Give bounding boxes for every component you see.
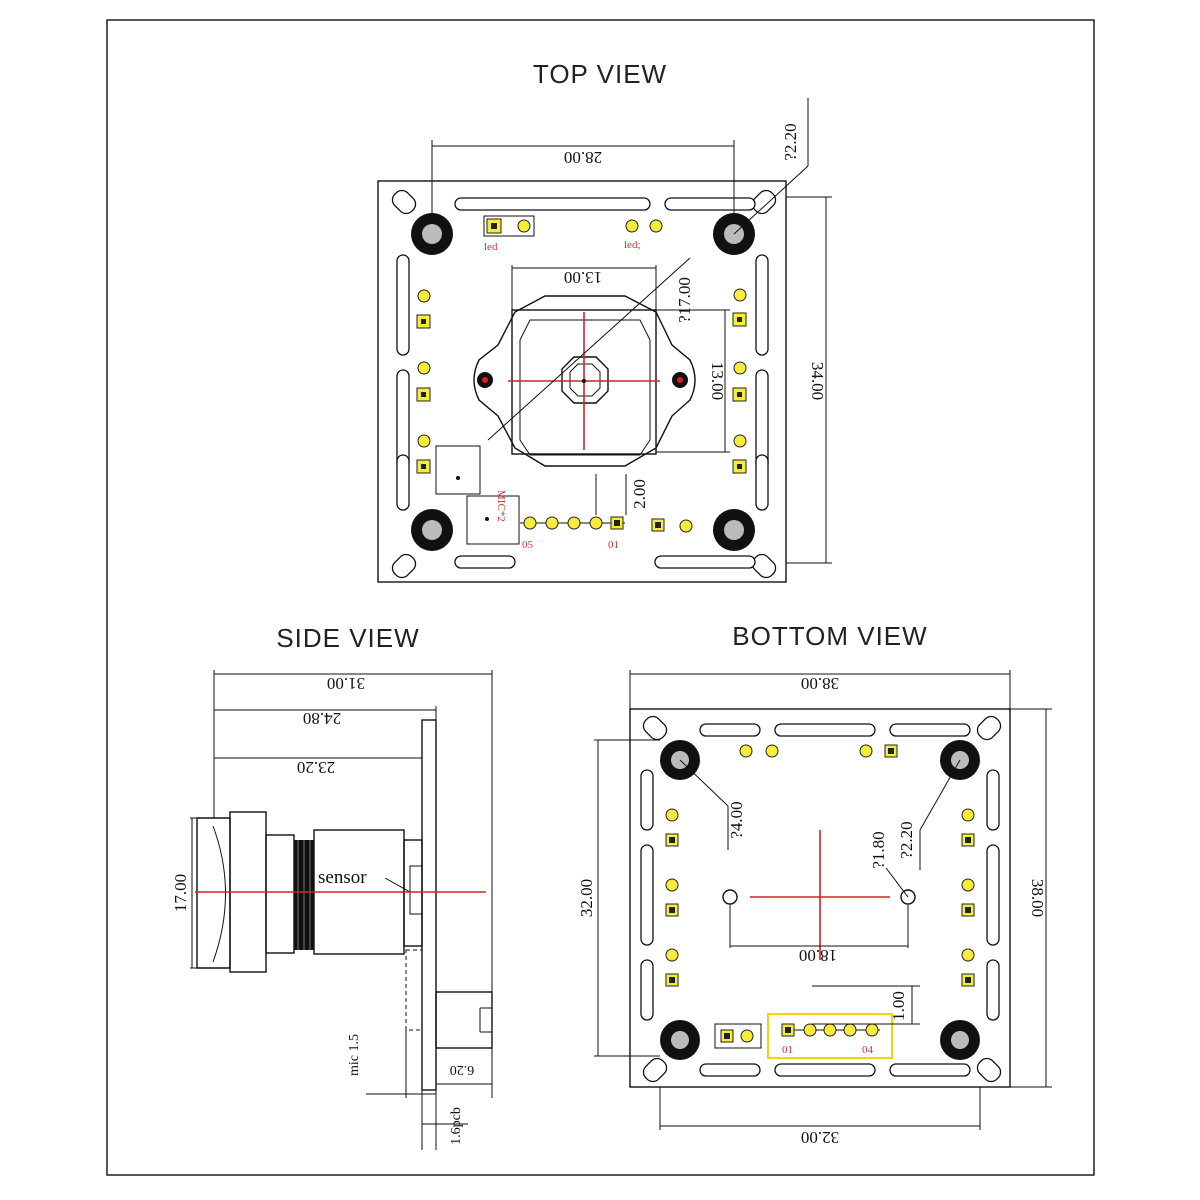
side-pcb xyxy=(421,719,437,1091)
top-led-pads: led led; xyxy=(483,215,663,253)
bottom-board-slots xyxy=(640,715,1002,1083)
bottom-view: 01 04 18.00 38.00 38.00 32 xyxy=(577,670,1052,1147)
top-dim-lens-dia: ?17.00 xyxy=(675,277,694,323)
side-dim-pcb: 1.6pcb xyxy=(449,1107,464,1145)
bottom-dim-hole-spacing-h: 32.00 xyxy=(801,1128,839,1147)
bottom-board-outline xyxy=(629,708,1011,1088)
bottom-dim-width: 38.00 xyxy=(801,674,839,693)
side-mic xyxy=(405,949,423,1031)
top-led-left-label: led xyxy=(484,241,498,253)
top-mic-label: MIC*2 xyxy=(495,490,507,522)
side-dimensions: 31.00 24.80 23.20 17.00 mic 1.5 6.20 1.6… xyxy=(171,670,493,1150)
top-pin-first-label: 01 xyxy=(608,539,619,551)
bottom-pads xyxy=(665,744,975,1049)
top-dim-hole-spacing: 28.00 xyxy=(564,148,602,167)
bottom-dim-hole-spacing-v: 32.00 xyxy=(577,879,596,917)
top-led-right-label: led; xyxy=(624,239,641,251)
top-view: led led; xyxy=(377,98,832,583)
top-lens-holder xyxy=(473,295,696,467)
top-dim-lens-width: 13.00 xyxy=(564,268,602,287)
drawing-frame xyxy=(106,19,1095,1176)
side-connector xyxy=(435,991,493,1049)
side-dim-conn: 6.20 xyxy=(450,1062,475,1077)
side-sensor-label: sensor xyxy=(318,867,367,888)
side-dim-total: 31.00 xyxy=(327,674,365,693)
side-view: sensor 31.00 24.80 23.20 17.00 xyxy=(171,670,493,1150)
top-pin-header: 05 01 xyxy=(520,516,693,551)
bottom-dim-small-dia: ?1.80 xyxy=(869,831,888,868)
bottom-pin-last-label: 04 xyxy=(862,1044,874,1056)
side-dim-height: 17.00 xyxy=(171,874,190,912)
top-board-outline xyxy=(377,180,787,583)
top-dim-hole-dia: ?2.20 xyxy=(781,123,800,160)
side-dim-mid: 24.80 xyxy=(303,709,341,728)
side-view-title: SIDE VIEW xyxy=(276,623,419,653)
top-mic-components: MIC*2 xyxy=(435,445,520,545)
top-dim-board-height: 34.00 xyxy=(808,362,827,400)
side-dim-mic: mic 1.5 xyxy=(347,1034,362,1076)
bottom-view-title: BOTTOM VIEW xyxy=(732,621,927,651)
bottom-pin-header: 01 04 xyxy=(767,1013,893,1059)
bottom-dim-pin-offset: 1.00 xyxy=(889,991,908,1021)
bottom-center-holes: 18.00 xyxy=(722,830,916,965)
top-board-slots xyxy=(391,189,777,579)
bottom-dim-mount-dia: ?2.20 xyxy=(897,821,916,858)
bottom-dim-center-holes: 18.00 xyxy=(799,946,837,965)
side-dim-lens: 23.20 xyxy=(297,758,335,777)
top-dim-lens-height: 13.00 xyxy=(708,362,727,400)
top-view-title: TOP VIEW xyxy=(533,59,667,89)
top-side-pads xyxy=(416,288,747,474)
top-dimensions: 28.00 13.00 13.00 34.00 ?17.00 ?2.20 2.0… xyxy=(431,98,832,564)
top-dim-pin-offset: 2.00 xyxy=(630,479,649,509)
top-pin-last-label: 05 xyxy=(522,539,534,551)
bottom-pin-first-label: 01 xyxy=(782,1044,793,1056)
bottom-dimensions: 38.00 38.00 32.00 32.00 ?4.00 ?2.20 ?1.8… xyxy=(577,670,1052,1147)
bottom-dim-height: 38.00 xyxy=(1028,879,1047,917)
bottom-dim-hole-dia: ?4.00 xyxy=(727,801,746,838)
